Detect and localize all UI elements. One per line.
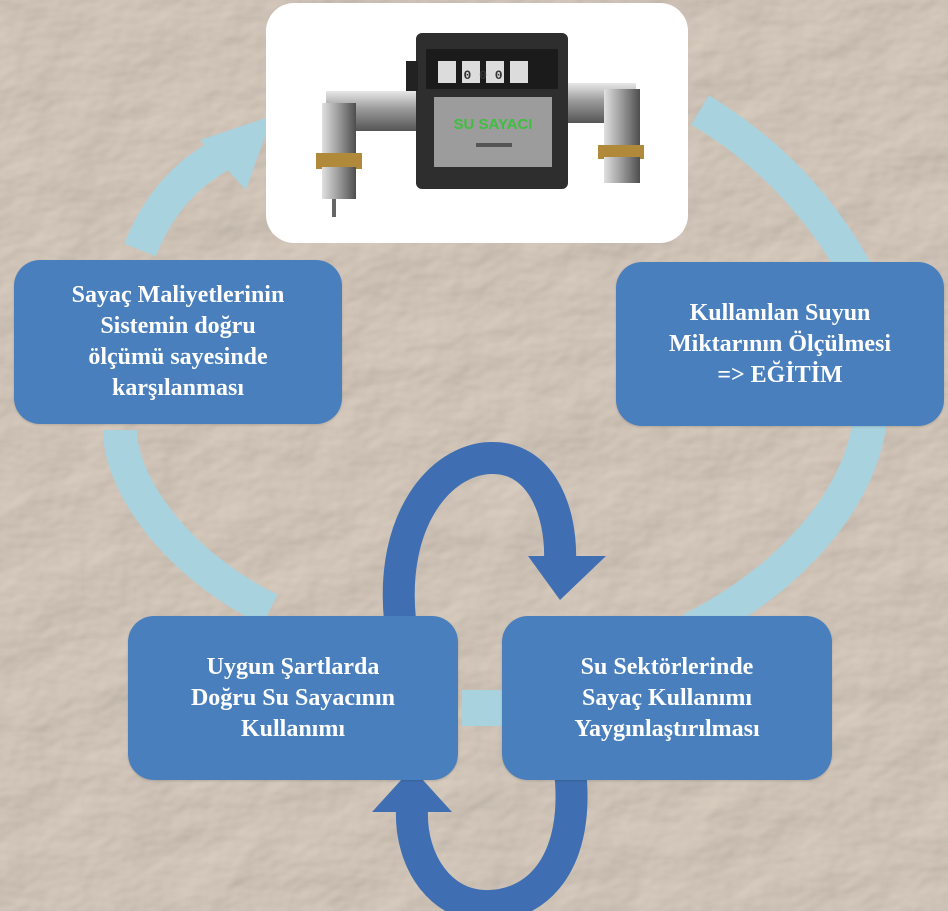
node-cost-recovery-line-3: ölçümü sayesinde <box>88 344 268 370</box>
node-cost-recovery-line-1: Sayaç Maliyetlerinin <box>71 282 285 308</box>
meter-label: SU SAYACI <box>454 116 533 133</box>
node-measurement: Kullanılan Suyun Miktarının Ölçülmesi =>… <box>616 262 944 426</box>
water-meter-image: SU SAYACI 0 0 0 <box>316 33 644 217</box>
node-cost-recovery-line-2: Sistemin doğru <box>100 313 256 339</box>
node-measurement-line-3: => EĞİTİM <box>717 361 843 388</box>
upper-loop-arrowhead <box>528 556 606 600</box>
lower-loop-arrowhead <box>372 768 452 812</box>
node-measurement-line-2: Miktarının Ölçülmesi <box>669 330 891 357</box>
water-meter-image-card: SU SAYACI 0 0 0 <box>266 3 688 243</box>
node-cost-recovery: Sayaç Maliyetlerinin Sistemin doğru ölçü… <box>14 260 342 424</box>
node-correct-meter-use-line-1: Uygun Şartlarda <box>206 653 380 680</box>
node-correct-meter-use: Uygun Şartlarda Doğru Su Sayacının Kulla… <box>128 616 458 780</box>
lower-loop-arrow <box>395 768 588 911</box>
node-sector-adoption: Su Sektörlerinde Sayaç Kullanımı Yaygınl… <box>502 616 832 780</box>
upper-loop-arrow <box>382 442 577 622</box>
node-correct-meter-use-line-3: Kullanımı <box>240 715 346 742</box>
node-sector-adoption-line-1: Su Sektörlerinde <box>580 653 754 680</box>
node-sector-adoption-line-2: Sayaç Kullanımı <box>581 684 753 711</box>
node-cost-recovery-line-4: karşılanması <box>111 375 245 401</box>
meter-digits: 0 0 0 <box>463 68 502 83</box>
node-sector-adoption-line-3: Yaygınlaştırılması <box>574 715 760 742</box>
node-measurement-line-1: Kullanılan Suyun <box>689 299 871 326</box>
node-correct-meter-use-line-2: Doğru Su Sayacının <box>190 684 396 711</box>
